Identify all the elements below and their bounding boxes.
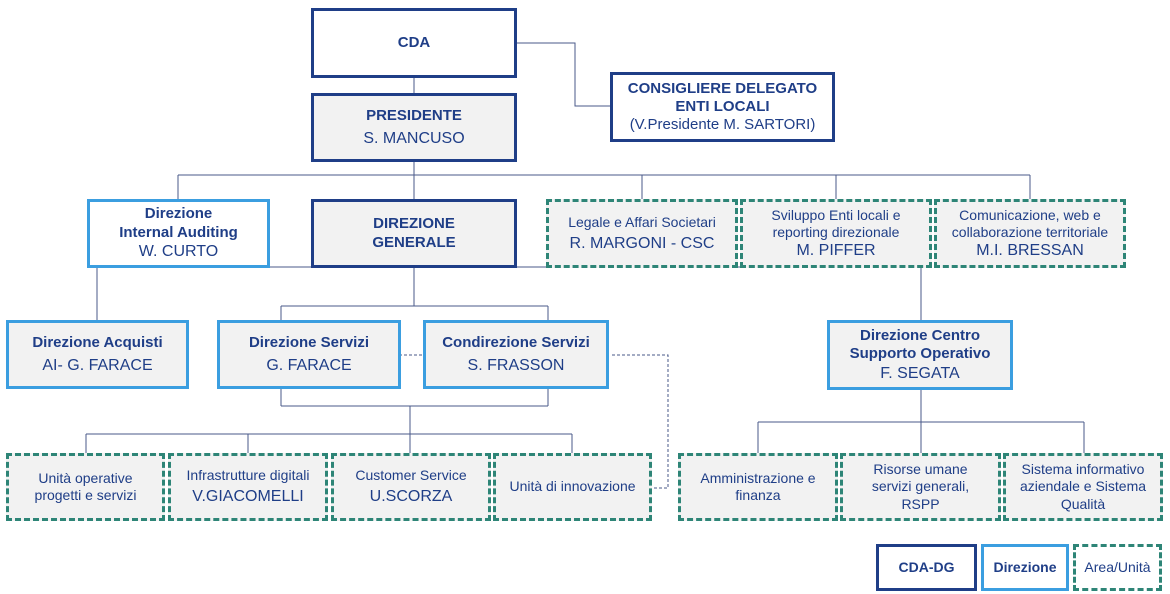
infrastrutture-box: Infrastrutture digitali V.GIACOMELLI	[168, 453, 328, 521]
unita-operative-box: Unità operative progetti e servizi	[6, 453, 165, 521]
legend-cda-dg-label: CDA-DG	[898, 558, 955, 575]
risorse-line3: RSPP	[901, 495, 940, 512]
internal-auditing-line2: Internal Auditing	[119, 223, 238, 241]
cda-title: CDA	[397, 33, 431, 51]
legend-direzione: Direzione	[981, 544, 1069, 591]
unita-operative-line1: Unità operative	[38, 469, 133, 486]
direzione-generale-line2: GENERALE	[372, 233, 456, 251]
legale-box: Legale e Affari Societari R. MARGONI - C…	[546, 199, 738, 268]
unita-operative-line2: progetti e servizi	[34, 487, 137, 503]
servizi-title: Direzione Servizi	[248, 333, 370, 351]
condirezione-name: S. FRASSON	[467, 356, 565, 374]
acquisti-box: Direzione Acquisti AI- G. FARACE	[6, 320, 189, 389]
legend-cda-dg: CDA-DG	[876, 544, 977, 591]
infrastrutture-title: Infrastrutture digitali	[186, 467, 310, 484]
internal-auditing-name: W. CURTO	[138, 243, 219, 261]
amministrazione-line2: finanza	[735, 487, 781, 503]
legale-title: Legale e Affari Societari	[568, 213, 716, 230]
consigliere-line2: ENTI LOCALI	[675, 97, 770, 115]
condirezione-box: Condirezione Servizi S. FRASSON	[423, 320, 609, 389]
sistema-line2: aziendale e Sistema	[1019, 478, 1147, 495]
condirezione-title: Condirezione Servizi	[442, 333, 590, 351]
sistema-line3: Qualità	[1060, 495, 1106, 512]
consigliere-line3: (V.Presidente M. SARTORI)	[629, 116, 816, 134]
acquisti-title: Direzione Acquisti	[32, 333, 163, 351]
customer-service-name: U.SCORZA	[369, 488, 453, 506]
internal-auditing-box: Direzione Internal Auditing W. CURTO	[87, 199, 270, 268]
presidente-name: S. MANCUSO	[363, 129, 465, 147]
presidente-title: PRESIDENTE	[366, 106, 462, 124]
sviluppo-box: Sviluppo Enti locali e reporting direzio…	[740, 199, 932, 268]
direzione-generale-line1: DIREZIONE	[373, 215, 455, 233]
innovazione-title: Unità di innovazione	[509, 478, 636, 495]
centro-supporto-line2: Supporto Operativo	[849, 345, 991, 363]
innovazione-box: Unità di innovazione	[493, 453, 652, 521]
legend-area-label: Area/Unità	[1084, 558, 1151, 575]
customer-service-title: Customer Service	[355, 467, 467, 484]
consigliere-line1: CONSIGLIERE DELEGATO	[627, 79, 818, 97]
sviluppo-line2: reporting direzionale	[772, 223, 900, 240]
sistema-informativo-box: Sistema informativo aziendale e Sistema …	[1003, 453, 1163, 521]
amministrazione-line1: Amministrazione e	[700, 469, 816, 486]
comunicazione-box: Comunicazione, web e collaborazione terr…	[934, 199, 1126, 268]
servizi-box: Direzione Servizi G. FARACE	[217, 320, 401, 389]
centro-supporto-line1: Direzione Centro	[859, 326, 980, 344]
sviluppo-line1: Sviluppo Enti locali e	[771, 206, 901, 223]
internal-auditing-line1: Direzione	[144, 205, 213, 223]
risorse-line1: Risorse umane	[873, 461, 968, 478]
legend-direzione-label: Direzione	[993, 558, 1057, 575]
risorse-line2: servizi generali,	[871, 478, 970, 495]
comunicazione-name: M.I. BRESSAN	[976, 241, 1084, 259]
presidente-box: PRESIDENTE S. MANCUSO	[311, 93, 517, 162]
comunicazione-line1: Comunicazione, web e	[959, 206, 1101, 223]
amministrazione-box: Amministrazione e finanza	[678, 453, 838, 521]
legend-area: Area/Unità	[1073, 544, 1162, 591]
centro-supporto-box: Direzione Centro Supporto Operativo F. S…	[827, 320, 1013, 390]
infrastrutture-name: V.GIACOMELLI	[192, 488, 304, 506]
sistema-line1: Sistema informativo	[1021, 461, 1145, 478]
consigliere-delegato-box: CONSIGLIERE DELEGATO ENTI LOCALI (V.Pres…	[610, 72, 835, 142]
acquisti-name: AI- G. FARACE	[42, 356, 153, 374]
servizi-name: G. FARACE	[266, 356, 352, 374]
customer-service-box: Customer Service U.SCORZA	[331, 453, 491, 521]
sviluppo-name: M. PIFFER	[796, 241, 876, 259]
centro-supporto-name: F. SEGATA	[880, 364, 960, 382]
legale-name: R. MARGONI - CSC	[569, 234, 715, 252]
comunicazione-line2: collaborazione territoriale	[951, 223, 1109, 240]
risorse-umane-box: Risorse umane servizi generali, RSPP	[840, 453, 1001, 521]
cda-box: CDA	[311, 8, 517, 78]
direzione-generale-box: DIREZIONE GENERALE	[311, 199, 517, 268]
